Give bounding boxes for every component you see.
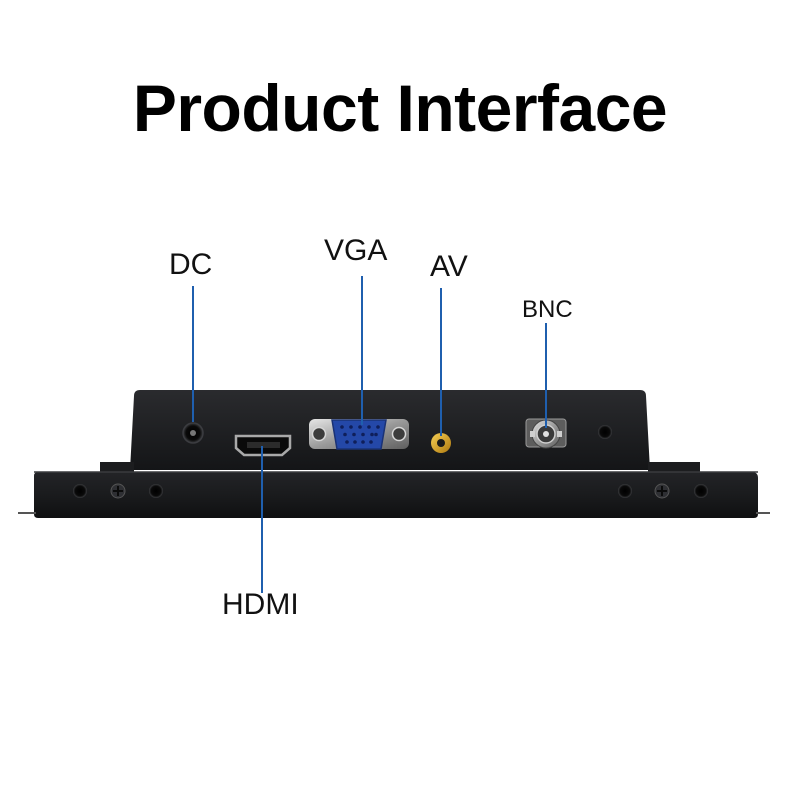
mount-hole-icon [73,484,87,498]
page-title: Product Interface [132,71,668,145]
mounting-flange [34,472,758,518]
dc-label: DC [169,248,213,281]
vga-port-icon [309,419,409,450]
av-label: AV [430,250,468,283]
vga-label: VGA [324,234,388,267]
callout-lines [192,276,547,593]
av-jack-icon [431,433,451,453]
mount-hole-icon [694,484,708,498]
mount-hole-icon [598,425,612,439]
mount-hole-icon [149,484,163,498]
mount-hole-icon [618,484,632,498]
bnc-label: BNC [522,296,573,323]
hdmi-label: HDMI [222,588,299,621]
hdmi-port-icon [234,434,292,457]
bnc-connector-icon [525,418,567,449]
